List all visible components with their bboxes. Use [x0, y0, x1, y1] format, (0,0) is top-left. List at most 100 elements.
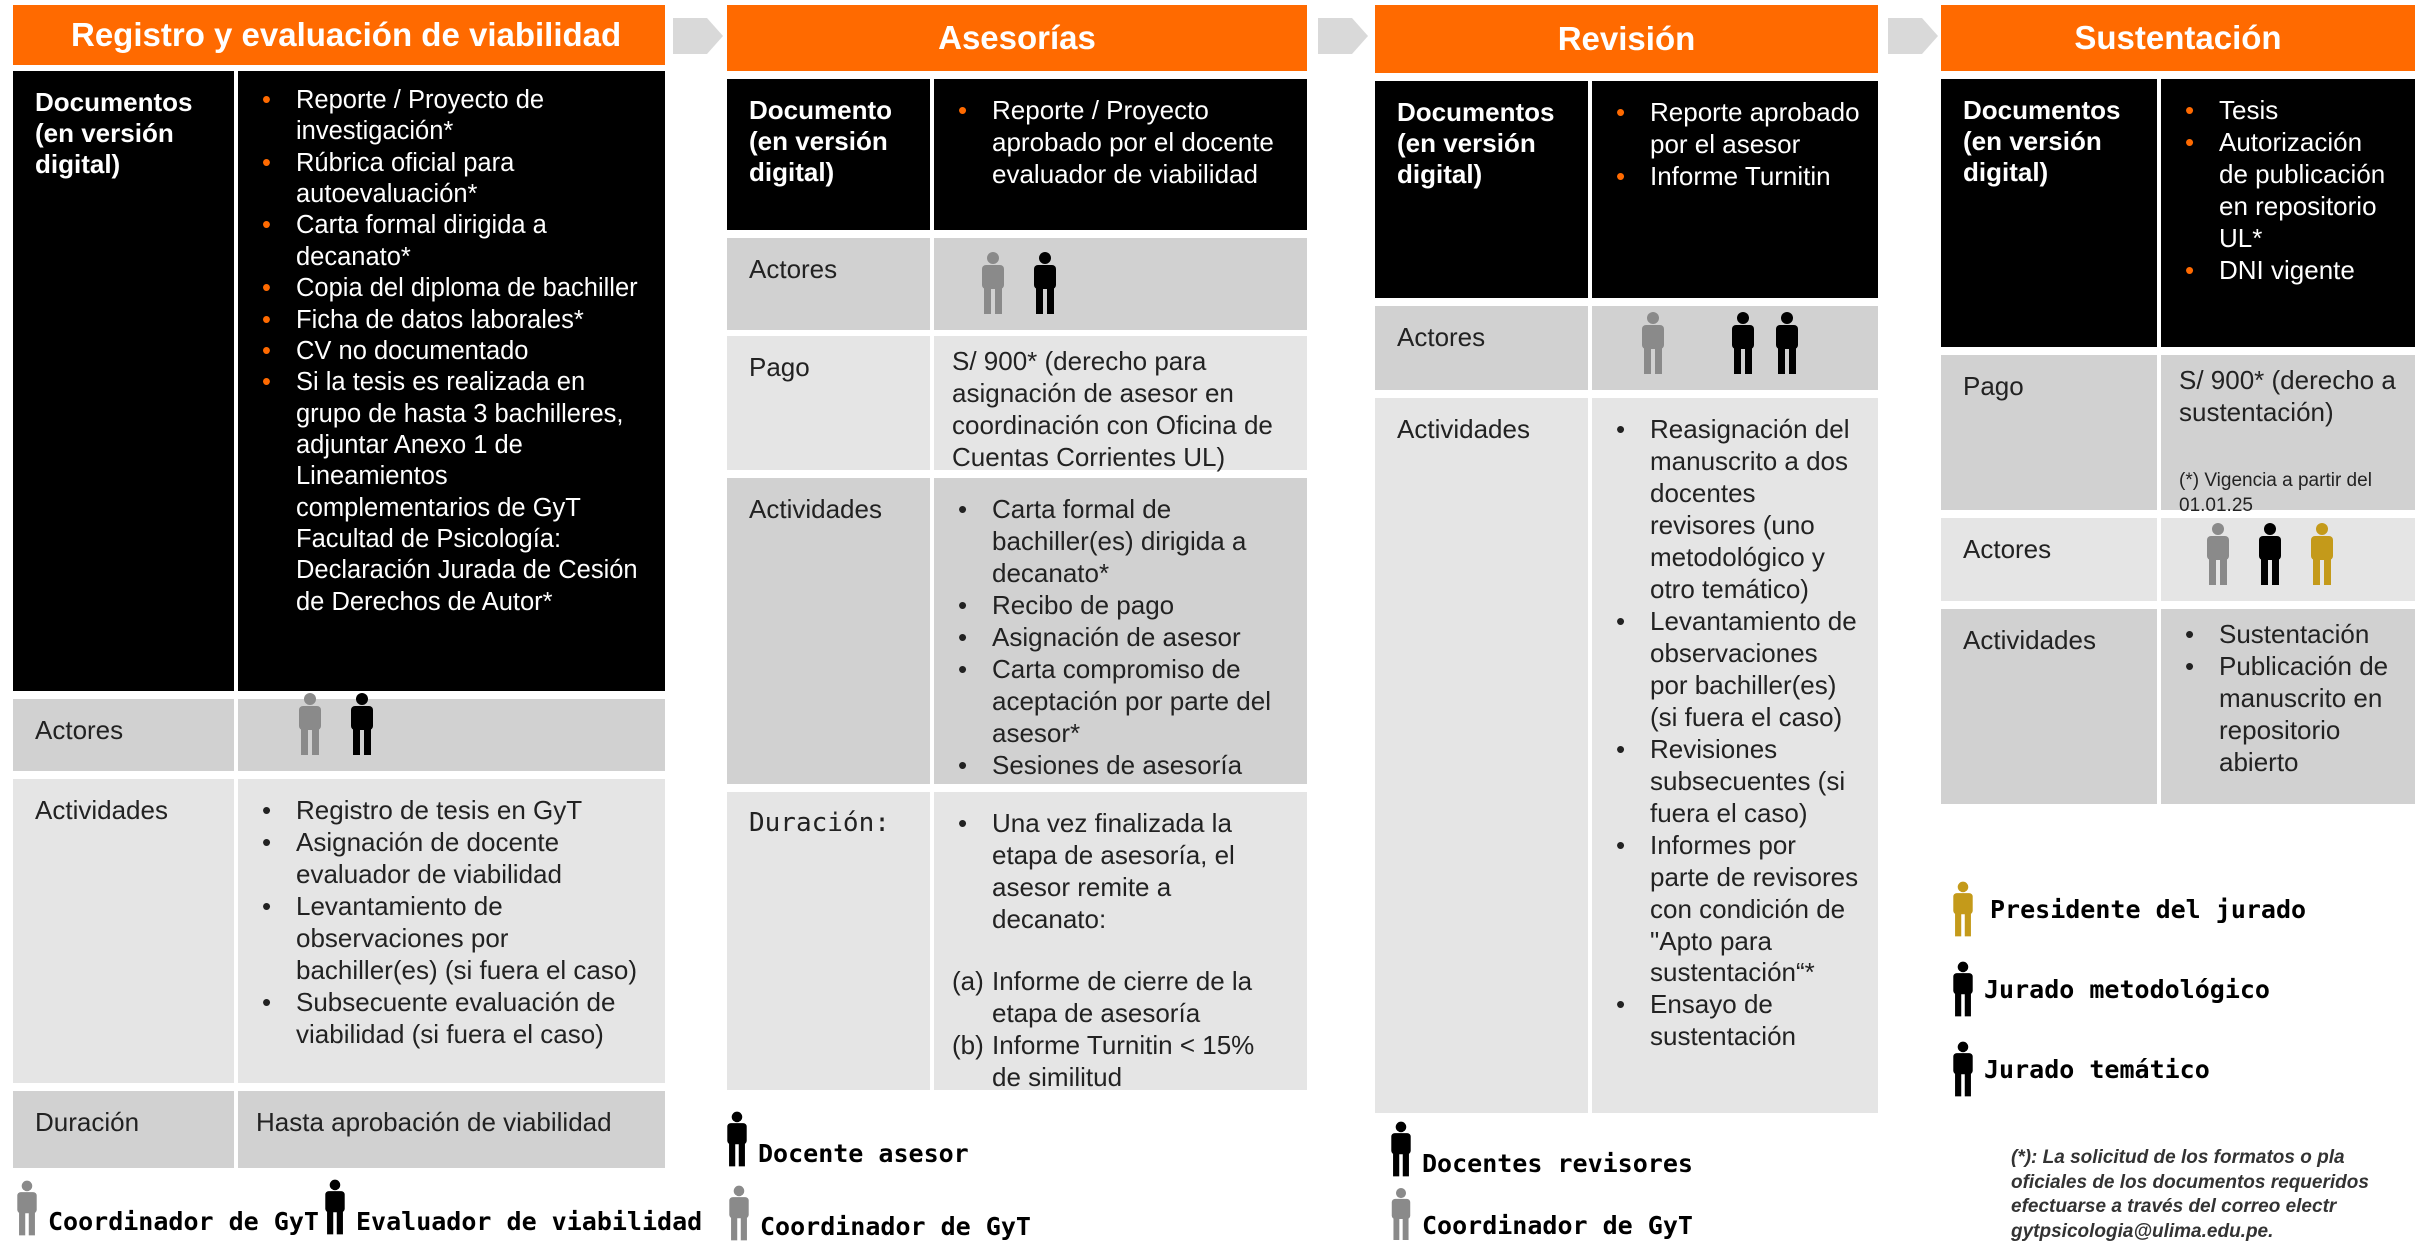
- list-item: Reporte / Proyecto aprobado por el docen…: [952, 95, 1289, 191]
- advisor-person-icon: [727, 1111, 747, 1167]
- activities-row: Actividades Reasignación del manuscrito …: [1375, 398, 1878, 1113]
- duration-subitem: (a) Informe de cierre de la etapa de ases…: [952, 966, 1289, 1030]
- actors-row: Actores: [727, 238, 1307, 330]
- activities-list: Carta formal de bachiller(es) dirigida a…: [952, 494, 1289, 782]
- footnote-line: gytpsicologia@ulima.edu.pe.: [2011, 1221, 2274, 1243]
- duration-list: Una vez finalizada la etapa de asesoría,…: [952, 808, 1289, 936]
- documents-list: Reporte / Proyecto de investigación*Rúbr…: [256, 85, 647, 618]
- footnote-line: (*): La solicitud de los formatos o pla: [2011, 1147, 2345, 1168]
- legend-label: Jurado temático: [1984, 1055, 2210, 1084]
- reviewer-person-icon: [1776, 312, 1798, 374]
- row-label: Actores: [13, 699, 234, 771]
- legend-methodological: Jurado metodológico: [1948, 960, 2270, 1018]
- coordinator-person-icon: [1642, 312, 1664, 374]
- payment-row: Pago S/ 900* (derecho a sustentación) (*…: [1941, 355, 2415, 516]
- activities-row: Actividades Registro de tesis en GyTAsig…: [13, 779, 665, 1083]
- legend-label: Coordinador de GyT: [1422, 1211, 1693, 1240]
- list-item: Ensayo de sustentación: [1610, 989, 1860, 1053]
- list-item: Revisiones subsecuentes (si fuera el cas…: [1610, 734, 1860, 830]
- actors-row: Actores: [13, 693, 665, 771]
- row-label: Actores: [1941, 518, 2157, 601]
- coordinator-person-icon: [729, 1185, 749, 1241]
- row-label: Duración:: [727, 792, 930, 1090]
- evaluator-person-icon: [325, 1179, 345, 1235]
- duration-value: Hasta aprobación de viabilidad: [238, 1091, 665, 1168]
- footnote-line: oficiales de los documentos requeridos: [2011, 1171, 2369, 1193]
- documents-list: TesisAutorización de publicación en repo…: [2179, 95, 2397, 287]
- list-item: Informes por parte de revisores con cond…: [1610, 830, 1860, 990]
- evaluator-person-icon: [351, 693, 373, 755]
- row-label: Pago: [727, 336, 930, 470]
- list-item: DNI vigente: [2179, 255, 2397, 287]
- activities-row: Actividades SustentaciónPublicación de m…: [1941, 609, 2415, 804]
- footnote-line: efectuarse a través del correo electr: [2011, 1196, 2337, 1218]
- stage-title: Asesorías: [727, 5, 1307, 71]
- legend-label: Presidente del jurado: [1990, 895, 2307, 924]
- jury-person-icon: [1953, 1041, 1973, 1097]
- row-label: Documentos (en versión digital): [1941, 79, 2157, 347]
- list-item: Recibo de pago: [952, 590, 1289, 622]
- legend-label: Jurado metodológico: [1984, 975, 2270, 1004]
- documents-row: Documentos (en versión digital) TesisAut…: [1941, 79, 2415, 347]
- activities-list: Registro de tesis en GyTAsignación de do…: [256, 795, 647, 1051]
- list-item: Autorización de publicación en repositor…: [2179, 127, 2397, 255]
- row-label: Actividades: [727, 478, 930, 784]
- chevron-right-icon: [1888, 18, 1938, 54]
- list-item: Una vez finalizada la etapa de asesoría,…: [952, 808, 1289, 936]
- actors-row: Actores: [1941, 518, 2415, 601]
- list-item: Informe Turnitin: [1610, 161, 1860, 193]
- stage-title: Revisión: [1375, 5, 1878, 73]
- duration-row: Duración Hasta aprobación de viabilidad: [13, 1091, 665, 1168]
- list-item: Subsecuente evaluación de viabilidad (si…: [256, 987, 647, 1051]
- row-label: Duración: [13, 1091, 234, 1168]
- legend-advisor: Docente asesor: [722, 1110, 969, 1168]
- subitem-mark: (b): [952, 1029, 984, 1060]
- legend-president: Presidente del jurado: [1948, 880, 2306, 938]
- payment-value: S/ 900* (derecho a sustentación): [2179, 365, 2396, 427]
- list-item: Tesis: [2179, 95, 2397, 127]
- legend-label: Evaluador de viabilidad: [356, 1207, 703, 1236]
- coordinator-person-icon: [982, 252, 1004, 314]
- subitem-mark: (a): [952, 965, 984, 996]
- list-item: CV no documentado: [256, 336, 647, 368]
- legend-coordinator: Coordinador de GyT: [12, 1180, 319, 1236]
- legend-thematic: Jurado temático: [1948, 1040, 2210, 1098]
- documents-list: Reporte aprobado por el asesorInforme Tu…: [1610, 97, 1860, 193]
- list-item: Ficha de datos laborales*: [256, 305, 647, 337]
- legend-evaluator: Evaluador de viabilidad: [320, 1178, 702, 1236]
- documents-row: Documento (en versión digital) Reporte /…: [727, 79, 1307, 230]
- subitem-text: Informe de cierre de la etapa de asesorí…: [992, 965, 1253, 1028]
- payment-value: S/ 900* (derecho para asignación de ases…: [934, 336, 1307, 472]
- chevron-right-icon: [673, 18, 723, 54]
- list-item: Carta formal dirigida a decanato*: [256, 210, 647, 273]
- legend-coordinator: Coordinador de GyT: [724, 1185, 1031, 1241]
- coordinator-person-icon: [299, 693, 321, 755]
- row-label: Actividades: [1941, 609, 2157, 804]
- duration-sublist: (a) Informe de cierre de la etapa de ases…: [952, 966, 1289, 1094]
- activities-row: Actividades Carta formal de bachiller(es…: [727, 478, 1307, 784]
- documents-row: Documentos (en versión digital) Reporte …: [1375, 81, 1878, 298]
- legend-label: Docente asesor: [758, 1139, 969, 1168]
- list-item: Reasignación del manuscrito a dos docent…: [1610, 414, 1860, 606]
- row-label: Documentos (en versión digital): [1375, 81, 1588, 298]
- row-label: Pago: [1941, 355, 2157, 510]
- row-label: Actores: [1375, 306, 1588, 390]
- legend-label: Coordinador de GyT: [760, 1212, 1031, 1241]
- jury-person-icon: [1953, 961, 1973, 1017]
- advisor-person-icon: [1034, 252, 1056, 314]
- stage-revision: Revisión Documentos (en versión digital)…: [1375, 5, 1878, 1113]
- list-item: Asignación de asesor: [952, 622, 1289, 654]
- list-item: Carta compromiso de aceptación por parte…: [952, 654, 1289, 750]
- row-label: Actores: [727, 238, 930, 330]
- list-item: Asignación de docente evaluador de viabi…: [256, 827, 647, 891]
- list-item: Rúbrica oficial para autoevaluación*: [256, 148, 647, 211]
- legend-reviewers: Docentes revisores: [1386, 1120, 1693, 1178]
- list-item: Sustentación: [2179, 619, 2397, 651]
- activities-list: Reasignación del manuscrito a dos docent…: [1610, 414, 1860, 1053]
- legend-coordinator: Coordinador de GyT: [1386, 1188, 1693, 1240]
- row-label: Documento (en versión digital): [727, 79, 930, 230]
- footnote: (*): La solicitud de los formatos o pla …: [2011, 1146, 2369, 1245]
- chevron-right-icon: [1318, 18, 1368, 54]
- coordinator-person-icon: [2207, 523, 2229, 585]
- row-label: Documentos (en versión digital): [13, 71, 234, 691]
